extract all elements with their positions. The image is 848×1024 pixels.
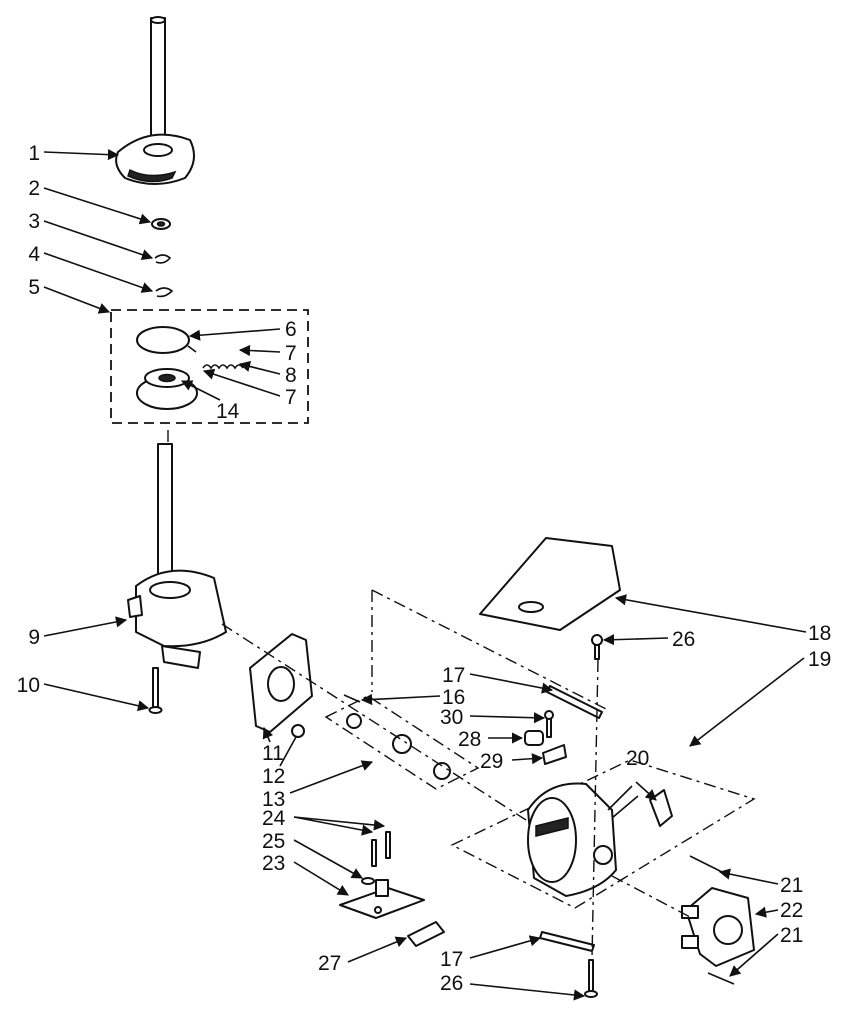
part-17-rod-upper xyxy=(546,685,603,719)
callout-23: 23 xyxy=(262,852,285,875)
part-3-clip xyxy=(154,254,172,264)
part-30-screw xyxy=(544,710,554,738)
callout-28: 28 xyxy=(458,728,481,751)
callout-11: 11 xyxy=(262,742,284,765)
callout-17-lower: 17 xyxy=(440,948,463,971)
callout-24: 24 xyxy=(262,807,286,830)
callout-10: 10 xyxy=(17,674,40,697)
part-22-pump xyxy=(681,887,755,967)
part-9-transmission xyxy=(127,443,227,669)
callout-16: 16 xyxy=(442,686,465,709)
part-14-clutch-hub xyxy=(136,368,198,410)
callout-2: 2 xyxy=(28,177,40,200)
assembly-guide-lines xyxy=(167,430,693,959)
part-2-washer xyxy=(151,218,171,230)
part-21-pin-lower xyxy=(707,972,735,985)
part-21-pin-upper xyxy=(689,855,723,873)
callout-labels: 1 2 3 4 5 6 7 8 7 14 9 10 11 12 13 16 17… xyxy=(17,142,832,995)
part-20-switch xyxy=(649,789,673,827)
callout-20: 20 xyxy=(626,747,649,770)
callout-22: 22 xyxy=(780,899,803,922)
part-23-bracket xyxy=(339,879,425,919)
callout-29: 29 xyxy=(480,750,503,773)
callout-17-upper: 17 xyxy=(442,664,465,687)
leader-lines xyxy=(43,148,807,1001)
part-29-clamp xyxy=(542,744,567,765)
callout-7b: 7 xyxy=(285,386,297,409)
part-13-coupling-box xyxy=(324,695,480,790)
part-11-mounting-plate xyxy=(249,633,313,733)
callout-3: 3 xyxy=(28,210,40,233)
callout-6: 6 xyxy=(285,318,297,341)
callout-26-upper: 26 xyxy=(672,628,695,651)
part-12-nut xyxy=(291,724,305,738)
callout-18: 18 xyxy=(808,622,831,645)
part-5-clutch-group-box xyxy=(110,309,309,424)
callout-14: 14 xyxy=(216,400,240,423)
callout-27: 27 xyxy=(318,952,341,975)
part-18-cover xyxy=(479,537,621,631)
part-27-spacer xyxy=(407,921,445,947)
part-16-pin xyxy=(343,694,361,703)
callout-12: 12 xyxy=(262,765,285,788)
part-8-spring xyxy=(202,364,244,370)
callout-5: 5 xyxy=(28,276,40,299)
callout-1: 1 xyxy=(28,142,40,165)
callout-19: 19 xyxy=(808,648,831,671)
callout-25: 25 xyxy=(262,830,285,853)
part-10-bolt xyxy=(148,667,163,714)
callout-8: 8 xyxy=(285,364,297,387)
callout-30: 30 xyxy=(440,706,463,729)
part-26-screw-upper xyxy=(591,634,603,660)
part-26-screw-lower xyxy=(584,959,598,998)
part-28-bushing xyxy=(524,730,544,746)
callout-7a: 7 xyxy=(285,342,297,365)
part-4-clip xyxy=(155,287,174,298)
callout-9: 9 xyxy=(28,626,40,649)
part-17-rod-lower xyxy=(539,931,595,952)
callout-13: 13 xyxy=(262,788,285,811)
part-25-washer xyxy=(361,877,375,885)
callout-4: 4 xyxy=(28,243,40,266)
part-24-screws xyxy=(371,831,391,867)
part-1-shaft-cam xyxy=(115,16,195,185)
part-6-ring xyxy=(136,326,197,354)
callout-21-upper: 21 xyxy=(780,874,803,897)
callout-21-lower: 21 xyxy=(780,924,803,947)
callout-26-lower: 26 xyxy=(440,972,463,995)
